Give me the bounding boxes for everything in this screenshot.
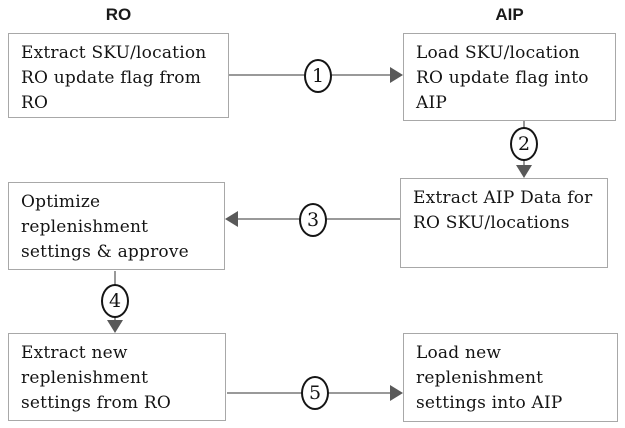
step-4-badge: 4 (101, 284, 129, 318)
step-2-number: 2 (517, 133, 531, 155)
box-text-line: RO SKU/locations (413, 213, 570, 233)
arrow-2-line (523, 159, 525, 166)
step-2-badge: 2 (510, 127, 538, 161)
arrow-down-icon (516, 165, 532, 178)
box-text-line: settings from RO (21, 393, 171, 413)
flow-box-extract-flag: Extract SKU/location RO update flag from… (8, 33, 229, 118)
arrow-down-icon (107, 320, 123, 333)
arrow-1-line (229, 74, 305, 76)
flow-box-load-flag: Load SKU/location RO update flag into AI… (403, 33, 616, 121)
step-4-number: 4 (108, 290, 122, 312)
flow-box-load-new: Load new replenishment settings into AIP (403, 333, 618, 422)
box-text-line: Extract SKU/location (21, 43, 207, 63)
flow-box-extract-new: Extract new replenishment settings from … (8, 333, 226, 421)
flow-box-optimize: Optimize replenishment settings & approv… (8, 182, 225, 270)
box-text-line: RO (21, 93, 49, 113)
arrow-2-line (523, 121, 525, 130)
box-text-line: replenishment (21, 368, 149, 388)
box-text-line: Load SKU/location (416, 43, 580, 63)
box-text-line: settings & approve (21, 242, 189, 262)
box-text-line: Optimize (21, 192, 101, 212)
arrow-right-icon (390, 385, 403, 401)
flow-box-extract-aip-data: Extract AIP Data for RO SKU/locations (400, 178, 608, 268)
arrow-5-line (328, 392, 390, 394)
arrow-right-icon (390, 67, 403, 83)
box-text-line: replenishment (416, 368, 544, 388)
box-text-line: AIP (416, 93, 448, 113)
arrow-3-line (238, 218, 300, 220)
arrow-5-line (227, 392, 303, 394)
arrow-1-line (331, 74, 391, 76)
step-1-badge: 1 (304, 59, 332, 93)
arrow-4-line (114, 271, 116, 286)
box-text-line: Extract AIP Data for (413, 188, 593, 208)
step-1-number: 1 (311, 65, 325, 87)
step-3-number: 3 (306, 209, 320, 231)
box-text-line: settings into AIP (416, 393, 563, 413)
box-text-line: Load new (416, 343, 502, 363)
box-text-line: RO update flag from (21, 68, 202, 88)
column-header-aip: AIP (495, 5, 524, 24)
step-3-badge: 3 (299, 203, 327, 237)
arrow-left-icon (225, 211, 238, 227)
box-text-line: replenishment (21, 217, 149, 237)
column-header-ro: RO (105, 5, 132, 24)
arrow-3-line (326, 218, 400, 220)
step-5-number: 5 (308, 382, 322, 404)
box-text-line: Extract new (21, 343, 128, 363)
box-text-line: RO update flag into (416, 68, 589, 88)
step-5-badge: 5 (301, 376, 329, 410)
arrow-4-line (114, 316, 116, 322)
